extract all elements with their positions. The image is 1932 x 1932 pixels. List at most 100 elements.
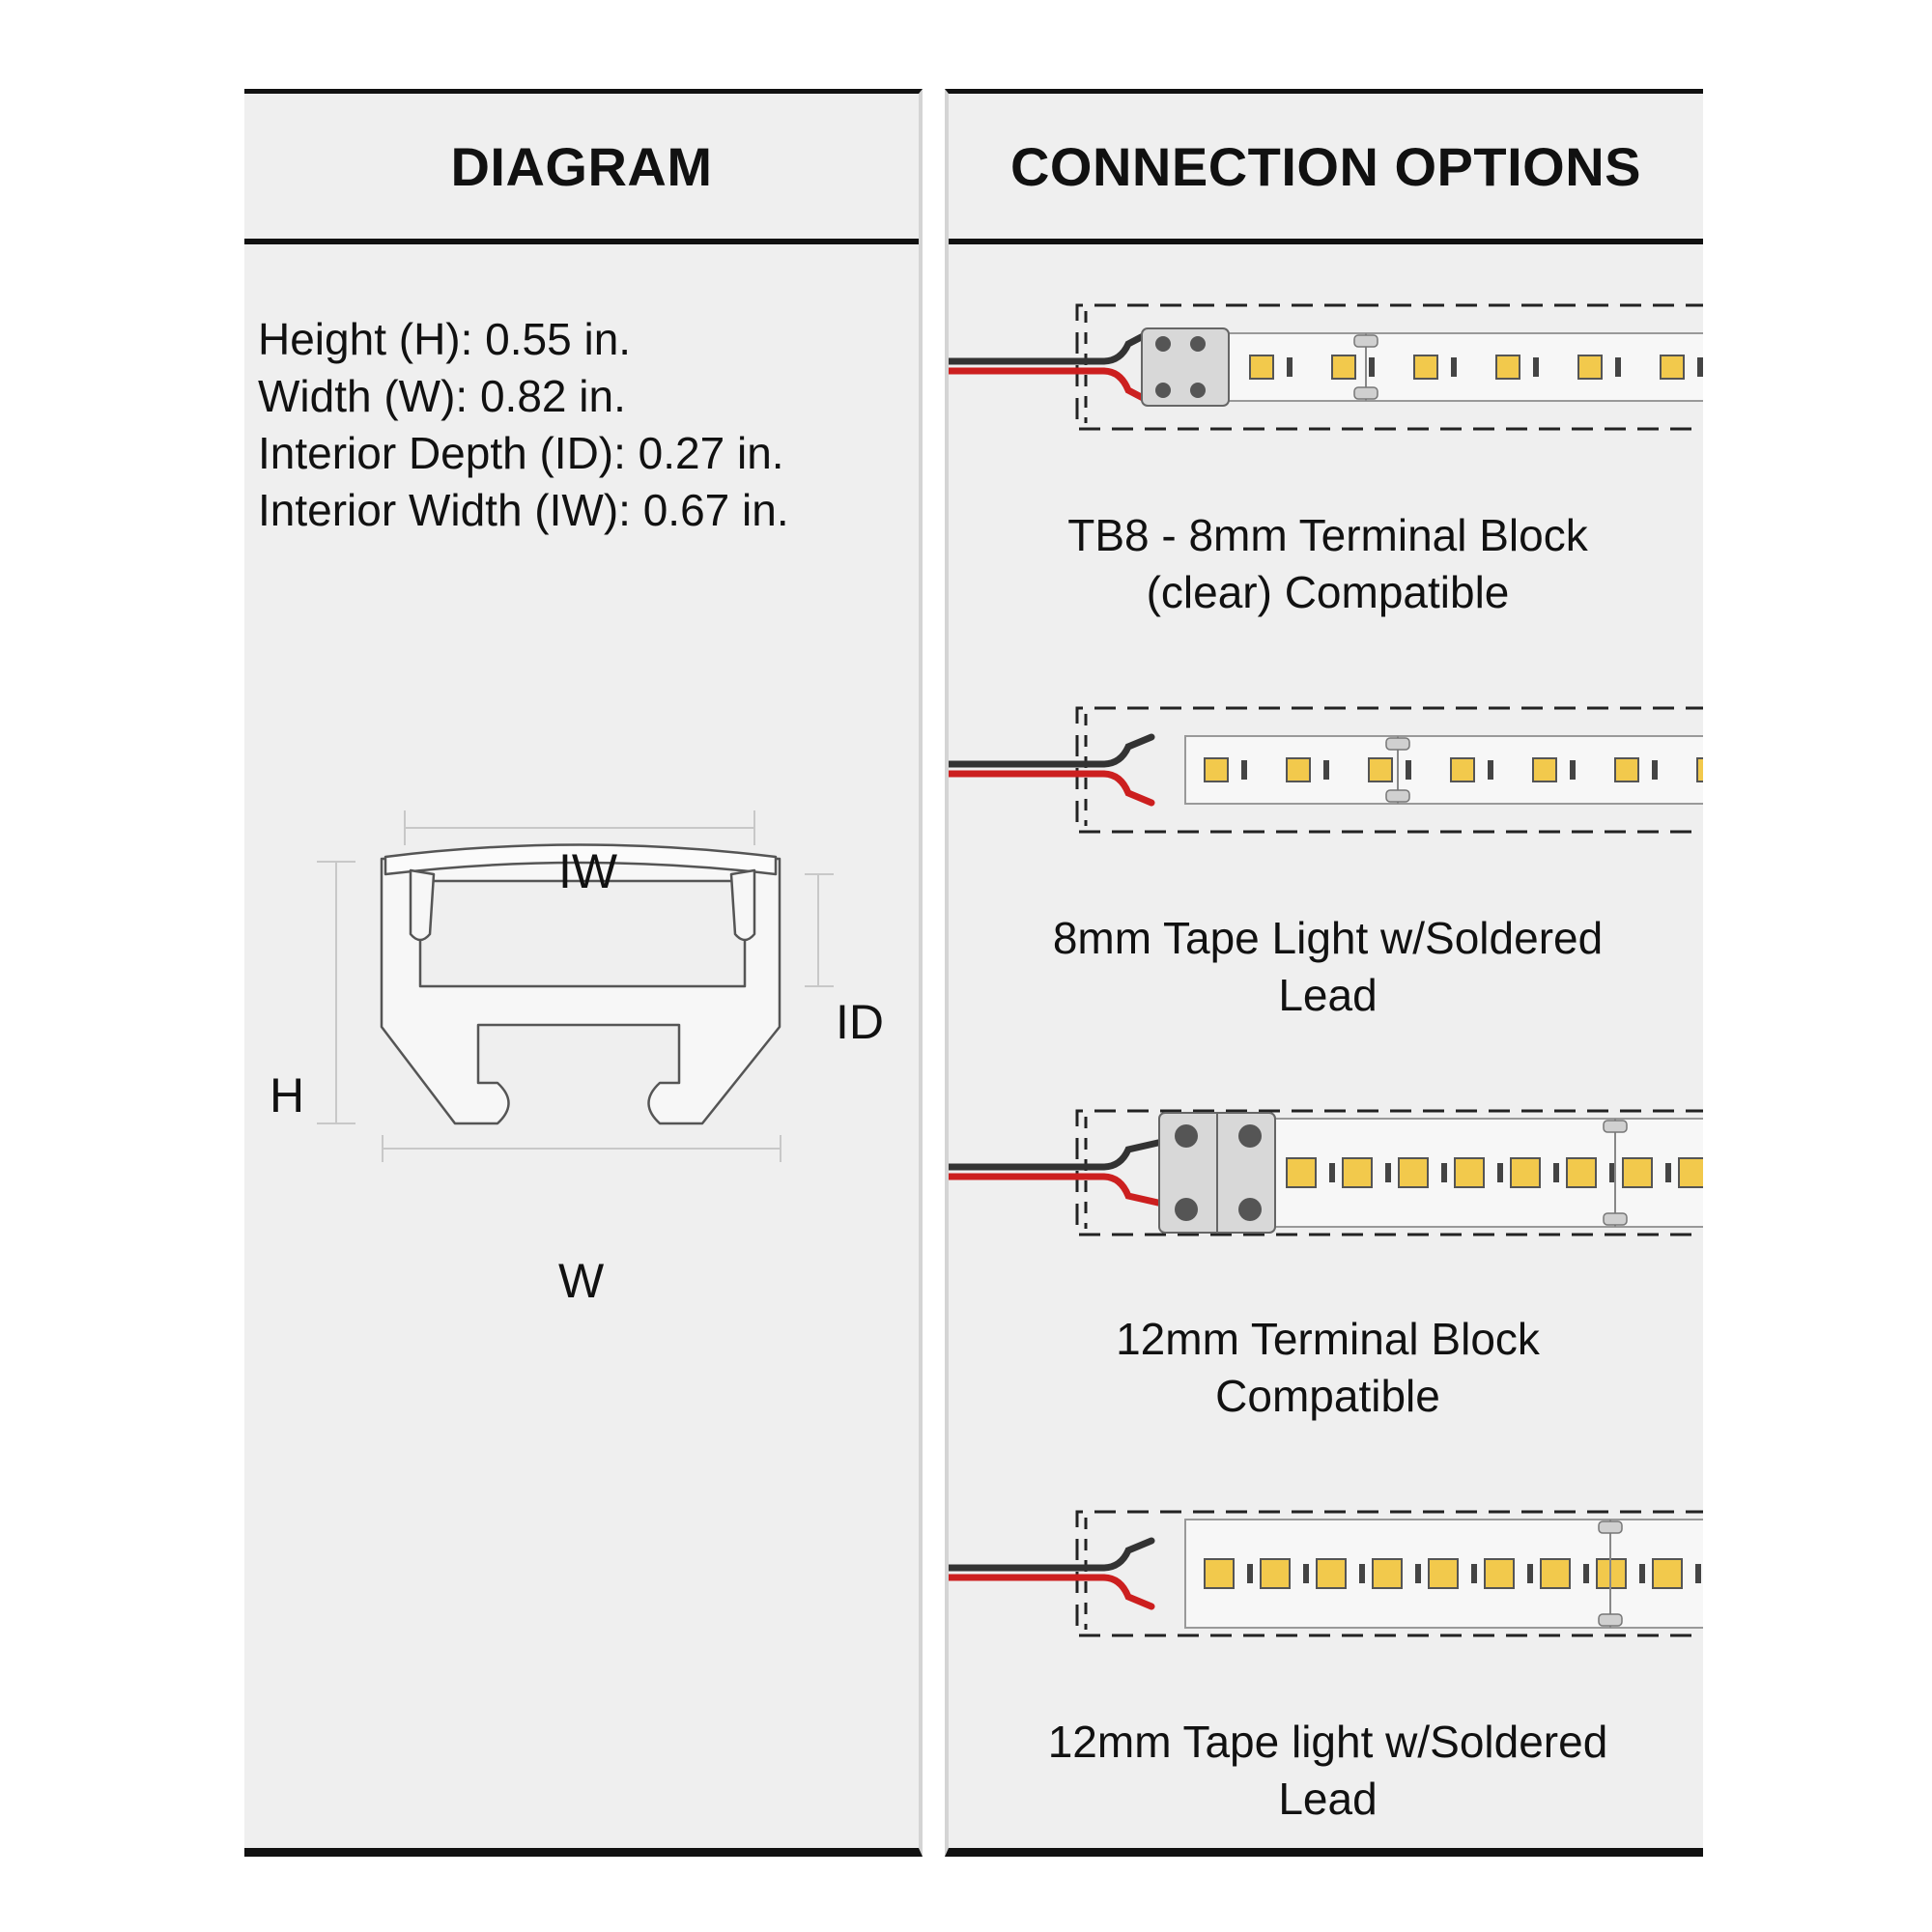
led-chip xyxy=(1614,757,1639,782)
label-iw: IW xyxy=(558,844,618,898)
connection-option-1: TB8 - 8mm Terminal Block (clear) Compati… xyxy=(1067,510,1588,617)
led-chip xyxy=(1566,1157,1597,1188)
connection-options-header: CONNECTION OPTIONS xyxy=(949,94,1703,244)
diffuser-lens xyxy=(384,843,778,876)
label-w: W xyxy=(558,1254,605,1308)
led-chip xyxy=(1652,1558,1683,1589)
spec-width: Width (W): 0.82 in. xyxy=(258,371,626,421)
resistor xyxy=(1369,357,1375,377)
resistor xyxy=(1609,1163,1615,1182)
led-chip xyxy=(1577,355,1603,380)
connection-option-2: 8mm Tape Light w/Soldered Lead xyxy=(1052,913,1604,1020)
led-chip xyxy=(1372,1558,1403,1589)
solder-pad xyxy=(1353,334,1378,348)
solder-pad xyxy=(1598,1520,1623,1534)
wire-red xyxy=(949,770,1155,807)
solder-pad xyxy=(1385,789,1410,803)
led-chip xyxy=(1540,1558,1571,1589)
resistor xyxy=(1329,1163,1335,1182)
resistor xyxy=(1639,1564,1645,1583)
terminal-screw xyxy=(1155,336,1171,352)
connection-option-4: 12mm Tape light w/Soldered Lead xyxy=(1047,1717,1608,1824)
resistor xyxy=(1247,1564,1253,1583)
led-chip xyxy=(1286,1157,1317,1188)
12mm-soldered-lead-illustration xyxy=(949,1510,1703,1637)
resistor xyxy=(1451,357,1457,377)
resistor xyxy=(1471,1564,1477,1583)
channel-cavity xyxy=(418,879,747,988)
solder-pad xyxy=(1603,1212,1628,1226)
terminal-screw xyxy=(1155,383,1171,398)
terminal-screw xyxy=(1175,1124,1198,1148)
spec-height: Height (H): 0.55 in. xyxy=(258,314,632,364)
wire-black xyxy=(949,1537,1155,1572)
diagram-panel: DIAGRAM Height (H): 0.55 in. Width (W): … xyxy=(244,89,923,1857)
resistor xyxy=(1553,1163,1559,1182)
connection-options-panel: CONNECTION OPTIONS TB8 - 8mm Terminal Bl… xyxy=(945,89,1703,1857)
led-chip xyxy=(1454,1157,1485,1188)
resistor xyxy=(1406,760,1411,780)
resistor xyxy=(1415,1564,1421,1583)
resistor xyxy=(1488,760,1493,780)
dashed-enclosure xyxy=(1075,1109,1703,1236)
led-chip xyxy=(1495,355,1520,380)
lens-clip-right xyxy=(729,868,756,942)
led-chip xyxy=(1660,355,1685,380)
resistor xyxy=(1303,1564,1309,1583)
led-chip xyxy=(1204,1558,1235,1589)
led-chip xyxy=(1696,757,1703,782)
terminal-screw xyxy=(1238,1124,1262,1148)
led-chip xyxy=(1484,1558,1515,1589)
terminal-screw xyxy=(1238,1198,1262,1221)
resistor xyxy=(1570,760,1576,780)
8mm-soldered-lead-illustration xyxy=(949,706,1703,834)
tb8-terminal-block-illustration xyxy=(949,303,1703,431)
dashed-enclosure xyxy=(1075,1510,1703,1637)
resistor xyxy=(1527,1564,1533,1583)
wire-black xyxy=(949,330,1151,365)
resistor xyxy=(1615,357,1621,377)
led-chip xyxy=(1204,757,1229,782)
terminal-screw xyxy=(1190,383,1206,398)
led-chip xyxy=(1450,757,1475,782)
led-chip xyxy=(1368,757,1393,782)
diagram-header: DIAGRAM xyxy=(244,94,919,244)
led-chip xyxy=(1622,1157,1653,1188)
wire-red xyxy=(949,367,1151,404)
resistor xyxy=(1697,357,1703,377)
resistor xyxy=(1385,1163,1391,1182)
led-chip xyxy=(1413,355,1438,380)
resistor xyxy=(1665,1163,1671,1182)
led-chip xyxy=(1286,757,1311,782)
spec-interior-width: Interior Width (IW): 0.67 in. xyxy=(258,485,789,535)
dashed-enclosure xyxy=(1075,303,1703,431)
solder-pad xyxy=(1598,1613,1623,1627)
solder-pad xyxy=(1603,1120,1628,1133)
wire-red xyxy=(949,1173,1175,1209)
terminal-screw xyxy=(1175,1198,1198,1221)
led-chip xyxy=(1316,1558,1347,1589)
resistor xyxy=(1323,760,1329,780)
led-chip xyxy=(1428,1558,1459,1589)
resistor xyxy=(1241,760,1247,780)
terminal-block xyxy=(1141,327,1230,407)
wire-black xyxy=(949,1136,1175,1171)
spec-interior-depth: Interior Depth (ID): 0.27 in. xyxy=(258,428,784,478)
resistor xyxy=(1652,760,1658,780)
resistor xyxy=(1359,1564,1365,1583)
dashed-enclosure xyxy=(1075,706,1703,834)
12mm-terminal-block-illustration xyxy=(949,1109,1703,1236)
led-chip xyxy=(1249,355,1274,380)
led-chip xyxy=(1510,1157,1541,1188)
channel-profile-drawing xyxy=(317,810,834,1162)
wire-black xyxy=(949,733,1155,768)
resistor xyxy=(1583,1564,1589,1583)
solder-pad xyxy=(1353,386,1378,400)
led-chip xyxy=(1678,1157,1703,1188)
lens-clip-left xyxy=(409,868,436,942)
label-id: ID xyxy=(836,995,884,1049)
label-h: H xyxy=(270,1068,305,1122)
resistor xyxy=(1695,1564,1701,1583)
led-chip xyxy=(1342,1157,1373,1188)
resistor xyxy=(1533,357,1539,377)
